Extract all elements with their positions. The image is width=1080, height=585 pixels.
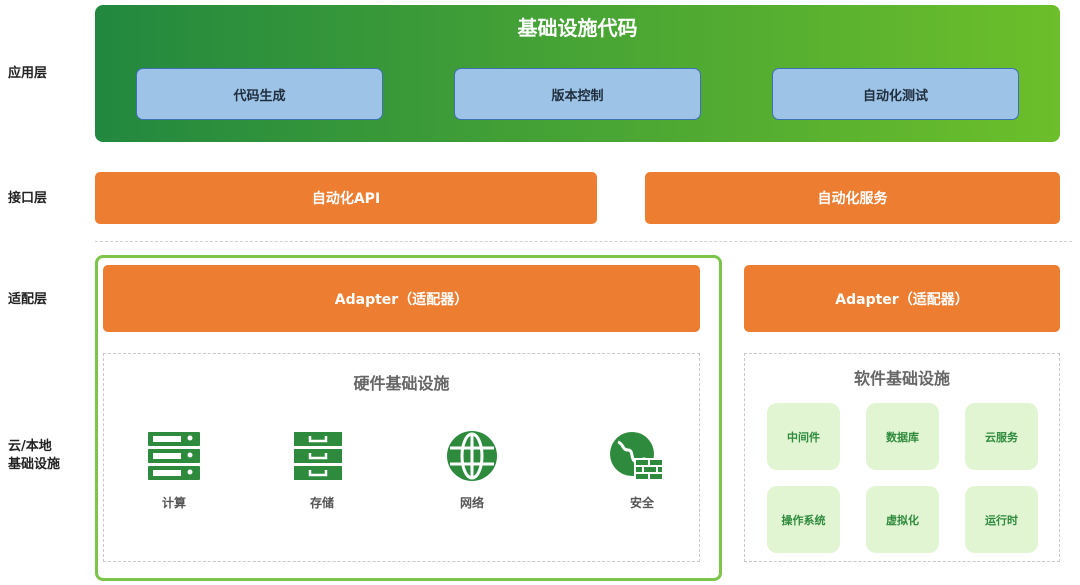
divider (95, 241, 1072, 242)
version-control-box: 版本控制 (454, 68, 701, 120)
layer-label-infra: 云/本地基础设施 (8, 438, 60, 474)
storage-drawer-icon (290, 430, 346, 482)
software-item: 数据库 (866, 403, 939, 470)
globe-icon (444, 430, 500, 482)
iac-title: 基础设施代码 (517, 16, 638, 40)
storage-label: 存储 (309, 496, 334, 510)
infra-line1: 云/本地 (8, 439, 52, 454)
adapter-hardware: Adapter（适配器） (103, 265, 700, 332)
software-item: 中间件 (767, 403, 840, 470)
software-item: 虚拟化 (866, 486, 939, 553)
firewall-icon (608, 430, 664, 482)
software-title: 软件基础设施 (853, 369, 950, 388)
auto-test-box: 自动化测试 (772, 68, 1019, 120)
software-item: 云服务 (965, 403, 1038, 470)
software-item: 操作系统 (767, 486, 840, 553)
software-box (744, 353, 1060, 562)
server-rack-icon (146, 430, 202, 482)
hardware-group (95, 255, 722, 581)
automation-api-box: 自动化API (95, 172, 597, 224)
code-gen-box: 代码生成 (136, 68, 383, 120)
hardware-box (103, 353, 700, 562)
adapter-software: Adapter（适配器） (744, 265, 1060, 332)
compute-label: 计算 (161, 496, 186, 510)
security-label: 安全 (629, 496, 654, 510)
software-item: 运行时 (965, 486, 1038, 553)
automation-service-box: 自动化服务 (645, 172, 1060, 224)
network-label: 网络 (459, 496, 484, 510)
layer-label-app: 应用层 (8, 66, 48, 81)
layer-label-interface: 接口层 (8, 191, 48, 206)
hardware-title: 硬件基础设施 (353, 374, 450, 393)
layer-label-adapter: 适配层 (8, 292, 48, 307)
infra-line2: 基础设施 (8, 457, 61, 472)
